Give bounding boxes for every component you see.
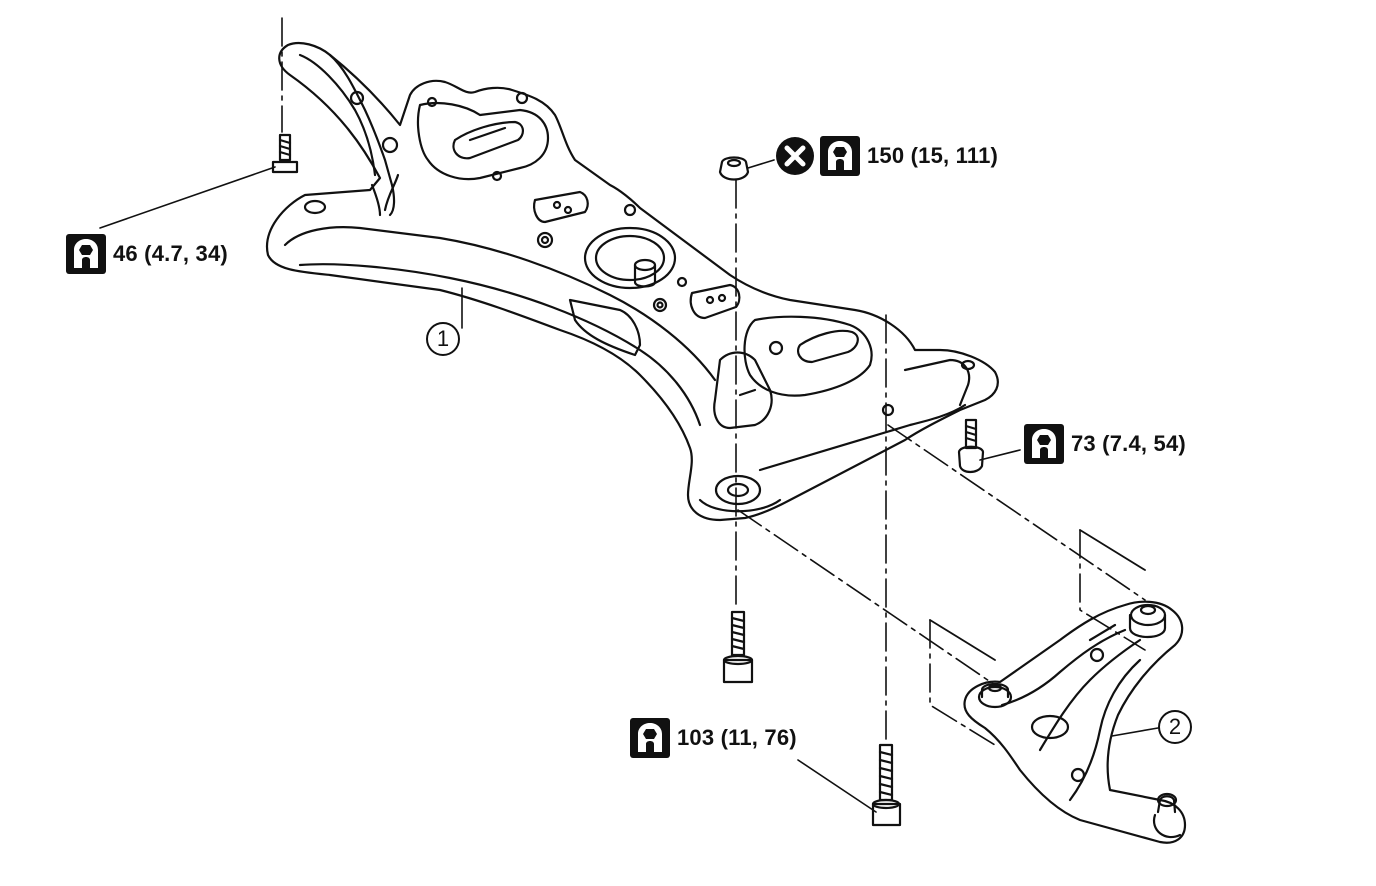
- suspension-member-drawing: [265, 41, 999, 522]
- torque-callout-150: 150 (15, 111): [776, 136, 998, 176]
- torque-value: 73 (7.4, 54): [1071, 431, 1186, 456]
- torque-value: 46 (4.7, 34): [113, 241, 228, 266]
- transverse-link-drawing: [963, 600, 1187, 844]
- torque-callout-46: 46 (4.7, 34): [66, 234, 228, 274]
- torque-callout-73: 73 (7.4, 54): [1024, 424, 1186, 464]
- torque-wrench-icon: [630, 718, 670, 758]
- torque-callout-103: 103 (11, 76): [630, 718, 797, 758]
- torque-value: 150 (15, 111): [867, 143, 999, 168]
- leader-lines: [99, 159, 1159, 813]
- part-number-1: 1: [426, 322, 460, 356]
- phantom-bracket-ticks: [929, 529, 1146, 661]
- phantom-lines: [281, 17, 1146, 746]
- do-not-reuse-icon: [776, 137, 814, 175]
- bolts: [271, 133, 985, 827]
- torque-wrench-icon: [1024, 424, 1064, 464]
- torque-wrench-icon: [66, 234, 106, 274]
- part-number-2: 2: [1158, 710, 1192, 744]
- torque-value: 103 (11, 76): [677, 725, 797, 750]
- torque-wrench-icon: [820, 136, 860, 176]
